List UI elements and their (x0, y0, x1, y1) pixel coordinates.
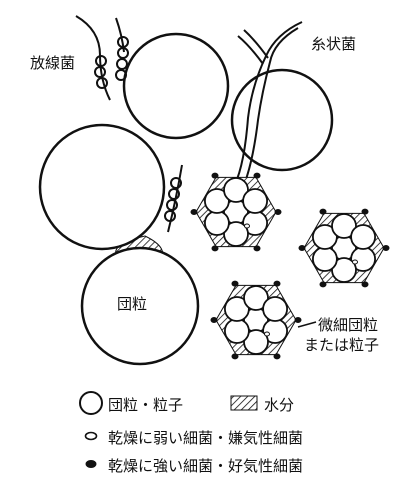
anaerobic-bacteria (352, 259, 358, 265)
label-aggregate: 団粒 (117, 295, 148, 313)
legend-anaerobic-label: 乾燥に弱い細菌・嫌気性細菌 (108, 429, 304, 447)
aerobic-bacteria (361, 208, 369, 215)
actinomycetes-hyphae (75, 15, 183, 233)
aerobic-bacteria (273, 353, 281, 360)
particle-circle (223, 296, 250, 322)
particle-circle (331, 213, 357, 239)
particle-circle (242, 188, 269, 214)
legend-particle-icon (79, 391, 103, 415)
label-micro-aggregate-1: 微細団粒 (318, 316, 379, 334)
aerobic-bacteria (211, 172, 219, 179)
particle-circle (350, 224, 377, 250)
particle-circle (223, 177, 249, 203)
anaerobic-bacteria (264, 331, 270, 337)
aerobic-bacteria (253, 172, 261, 179)
aerobic-bacteria (274, 209, 282, 215)
aerobic-bacteria (231, 353, 239, 360)
aerobic-bacteria (211, 245, 219, 252)
particle-circle (203, 210, 230, 236)
particle-circle (311, 246, 338, 272)
aerobic-bacteria (253, 245, 261, 252)
legend-particle-label: 団粒・粒子 (108, 396, 184, 414)
micro-aggregate-pointer (297, 321, 317, 328)
micro-aggregate-cluster (298, 208, 390, 288)
aerobic-bacteria (361, 281, 369, 288)
micro-aggregate-cluster (210, 280, 302, 360)
legend-aerobic-icon (85, 460, 97, 468)
aerobic-bacteria (190, 209, 198, 215)
aerobic-bacteria (294, 317, 302, 323)
particle-circle (203, 188, 230, 214)
label-filamentous-fungi: 糸状菌 (311, 35, 357, 53)
aggregate-circle-right (230, 68, 334, 172)
aerobic-bacteria (298, 245, 306, 251)
particle-circle (223, 221, 249, 247)
aggregate-circle-top (122, 32, 230, 140)
label-actinomycetes: 放線菌 (30, 54, 76, 72)
aerobic-bacteria (382, 245, 390, 251)
particle-circle (243, 285, 269, 311)
aerobic-bacteria (231, 280, 239, 287)
particle-circle (223, 318, 250, 344)
particle-circle (243, 329, 269, 355)
particle-circle (262, 296, 289, 322)
aggregate-circle-bottom (80, 246, 200, 366)
label-micro-aggregate-2: または粒子 (304, 336, 380, 354)
particle-circle (331, 257, 357, 283)
filamentous-fungi-hyphae (231, 21, 303, 195)
aerobic-bacteria (319, 208, 327, 215)
legend-water-label: 水分 (264, 396, 295, 414)
anaerobic-bacteria (244, 223, 250, 229)
aggregate-circle-left (38, 123, 166, 251)
legend-water-icon (230, 395, 258, 411)
particle-circle (311, 224, 338, 250)
legend-anaerobic-icon (84, 431, 98, 441)
aerobic-bacteria (273, 280, 281, 287)
aerobic-bacteria (210, 317, 218, 323)
legend-aerobic-label: 乾燥に強い細菌・好気性細菌 (108, 457, 304, 475)
aerobic-bacteria (319, 281, 327, 288)
micro-aggregate-cluster (190, 172, 282, 252)
micro-aggregates (190, 172, 390, 360)
